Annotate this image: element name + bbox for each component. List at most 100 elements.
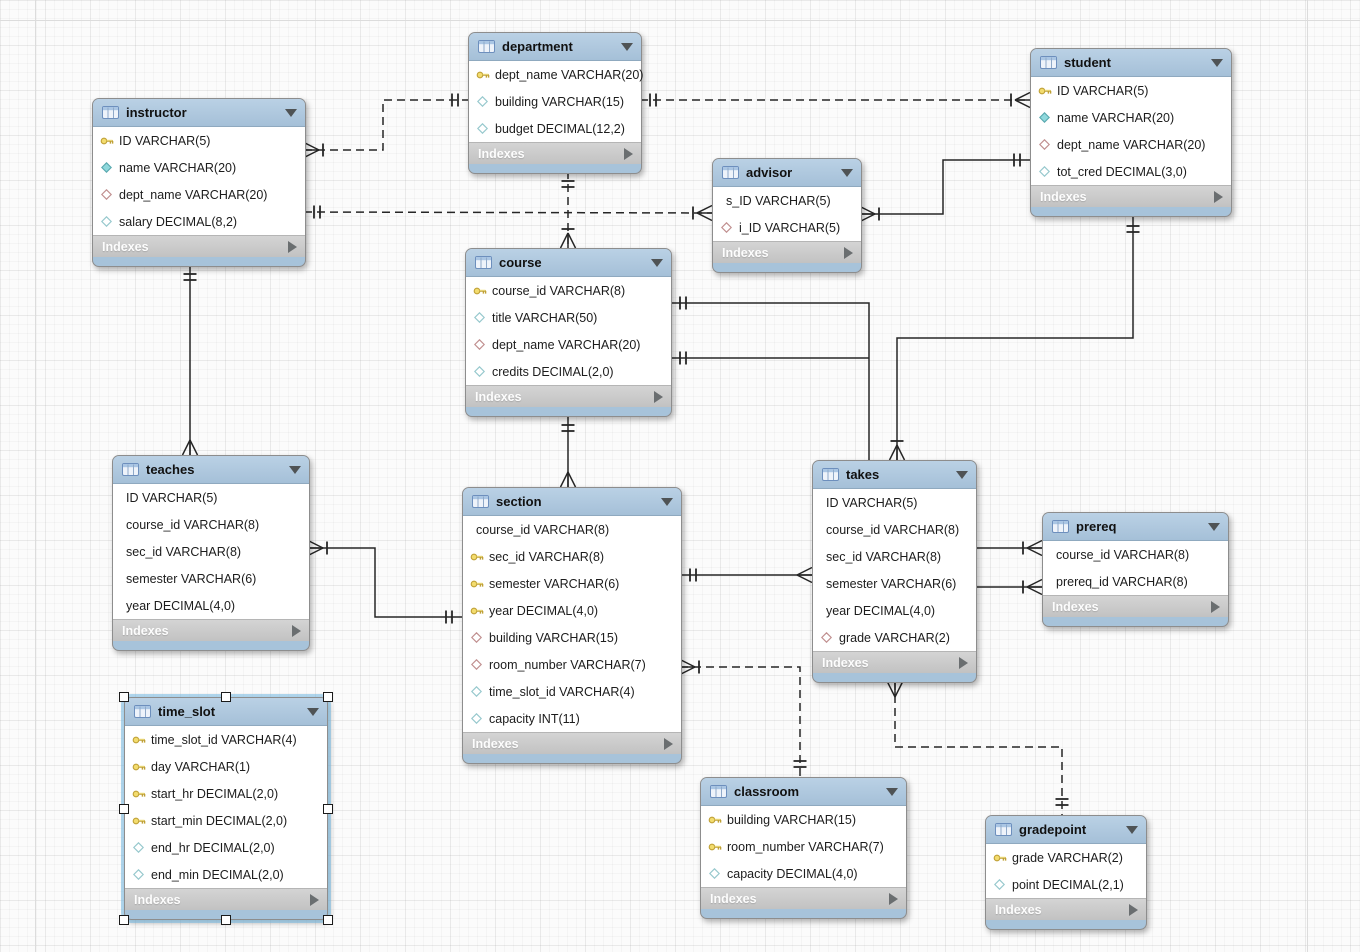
column-row[interactable]: building VARCHAR(15) <box>469 88 641 115</box>
column-row[interactable]: room_number VARCHAR(7) <box>701 833 906 860</box>
column-row[interactable]: building VARCHAR(15) <box>463 624 681 651</box>
table-header[interactable]: department <box>469 33 641 61</box>
expand-arrow-icon[interactable] <box>1211 600 1220 613</box>
indexes-bar[interactable]: Indexes <box>1043 596 1228 617</box>
selection-handle[interactable] <box>119 915 129 925</box>
column-row[interactable]: grade VARCHAR(2) <box>986 844 1146 871</box>
collapse-arrow-icon[interactable] <box>956 470 968 479</box>
table-header[interactable]: advisor <box>713 159 861 187</box>
expand-arrow-icon[interactable] <box>889 892 898 905</box>
relationship-department-student[interactable] <box>640 91 1031 109</box>
relationship-department-course[interactable] <box>559 171 577 249</box>
relationship-instructor-advisor[interactable] <box>303 204 713 222</box>
column-row[interactable]: credits DECIMAL(2,0) <box>466 358 671 385</box>
column-row[interactable]: course_id VARCHAR(8) <box>466 277 671 304</box>
expand-arrow-icon[interactable] <box>844 246 853 259</box>
table-gradepoint[interactable]: gradepoint grade VARCHAR(2)point DECIMAL… <box>985 815 1147 930</box>
relationship-section-classroom[interactable] <box>679 658 807 778</box>
selection-handle[interactable] <box>323 803 333 814</box>
relationship-advisor-student[interactable] <box>859 153 1030 223</box>
column-row[interactable]: ID VARCHAR(5) <box>113 484 309 511</box>
relationship-teaches-section[interactable] <box>307 539 462 624</box>
selection-handle[interactable] <box>323 915 333 925</box>
column-row[interactable]: building VARCHAR(15) <box>701 806 906 833</box>
column-row[interactable]: day VARCHAR(1) <box>125 753 327 780</box>
table-header[interactable]: prereq <box>1043 513 1228 541</box>
collapse-arrow-icon[interactable] <box>661 497 673 506</box>
relationship-instructor-department[interactable] <box>303 93 468 159</box>
indexes-bar[interactable]: Indexes <box>986 899 1146 920</box>
column-row[interactable]: ID VARCHAR(5) <box>813 489 976 516</box>
column-row[interactable]: course_id VARCHAR(8) <box>1043 541 1228 568</box>
table-header[interactable]: course <box>466 249 671 277</box>
indexes-bar[interactable]: Indexes <box>1031 186 1231 207</box>
relationship-course-prereq-route-b[interactable] <box>670 351 869 365</box>
relationship-student-takes[interactable] <box>888 216 1140 461</box>
table-header[interactable]: student <box>1031 49 1231 77</box>
column-row[interactable]: time_slot_id VARCHAR(4) <box>125 726 327 753</box>
column-row[interactable]: ID VARCHAR(5) <box>1031 77 1231 104</box>
table-student[interactable]: student ID VARCHAR(5)name VARCHAR(20)dep… <box>1030 48 1232 217</box>
table-header[interactable]: teaches <box>113 456 309 484</box>
indexes-bar[interactable]: Indexes <box>813 652 976 673</box>
relationship-prereq-prereq-id[interactable] <box>975 578 1043 596</box>
column-row[interactable]: s_ID VARCHAR(5) <box>713 187 861 214</box>
table-time_slot[interactable]: time_slot time_slot_id VARCHAR(4) day VA… <box>124 697 328 920</box>
column-row[interactable]: prereq_id VARCHAR(8) <box>1043 568 1228 595</box>
column-row[interactable]: i_ID VARCHAR(5) <box>713 214 861 241</box>
relationship-section-takes[interactable] <box>680 566 813 584</box>
column-row[interactable]: start_min DECIMAL(2,0) <box>125 807 327 834</box>
table-header[interactable]: section <box>463 488 681 516</box>
column-row[interactable]: end_min DECIMAL(2,0) <box>125 861 327 888</box>
column-row[interactable]: budget DECIMAL(12,2) <box>469 115 641 142</box>
collapse-arrow-icon[interactable] <box>1208 522 1220 531</box>
column-row[interactable]: sec_id VARCHAR(8) <box>113 538 309 565</box>
relationship-takes-gradepoint[interactable] <box>886 681 1069 815</box>
relationship-course-section[interactable] <box>559 415 577 488</box>
collapse-arrow-icon[interactable] <box>307 707 319 716</box>
column-row[interactable]: year DECIMAL(4,0) <box>113 592 309 619</box>
selection-handle[interactable] <box>119 692 129 702</box>
table-classroom[interactable]: classroom building VARCHAR(15) room_numb… <box>700 777 907 919</box>
column-row[interactable]: course_id VARCHAR(8) <box>463 516 681 543</box>
indexes-bar[interactable]: Indexes <box>469 143 641 164</box>
column-row[interactable]: salary DECIMAL(8,2) <box>93 208 305 235</box>
column-row[interactable]: ID VARCHAR(5) <box>93 127 305 154</box>
column-row[interactable]: dept_name VARCHAR(20) <box>466 331 671 358</box>
table-header[interactable]: classroom <box>701 778 906 806</box>
collapse-arrow-icon[interactable] <box>886 787 898 796</box>
indexes-bar[interactable]: Indexes <box>125 889 327 910</box>
column-row[interactable]: start_hr DECIMAL(2,0) <box>125 780 327 807</box>
collapse-arrow-icon[interactable] <box>1126 825 1138 834</box>
relationship-instructor-teaches[interactable] <box>181 264 199 456</box>
expand-arrow-icon[interactable] <box>624 147 633 160</box>
column-row[interactable]: course_id VARCHAR(8) <box>113 511 309 538</box>
column-row[interactable]: tot_cred DECIMAL(3,0) <box>1031 158 1231 185</box>
table-instructor[interactable]: instructor ID VARCHAR(5)name VARCHAR(20)… <box>92 98 306 267</box>
column-row[interactable]: semester VARCHAR(6) <box>113 565 309 592</box>
table-header[interactable]: takes <box>813 461 976 489</box>
relationship-prereq-course-id[interactable] <box>975 539 1043 557</box>
table-header[interactable]: time_slot <box>125 698 327 726</box>
selection-handle[interactable] <box>119 803 129 814</box>
collapse-arrow-icon[interactable] <box>285 108 297 117</box>
column-row[interactable]: year DECIMAL(4,0) <box>813 597 976 624</box>
column-row[interactable]: end_hr DECIMAL(2,0) <box>125 834 327 861</box>
column-row[interactable]: capacity DECIMAL(4,0) <box>701 860 906 887</box>
indexes-bar[interactable]: Indexes <box>463 733 681 754</box>
table-course[interactable]: course course_id VARCHAR(8)title VARCHAR… <box>465 248 672 417</box>
column-row[interactable]: room_number VARCHAR(7) <box>463 651 681 678</box>
column-row[interactable]: sec_id VARCHAR(8) <box>813 543 976 570</box>
column-row[interactable]: year DECIMAL(4,0) <box>463 597 681 624</box>
column-row[interactable]: point DECIMAL(2,1) <box>986 871 1146 898</box>
collapse-arrow-icon[interactable] <box>841 168 853 177</box>
column-row[interactable]: title VARCHAR(50) <box>466 304 671 331</box>
indexes-bar[interactable]: Indexes <box>701 888 906 909</box>
column-row[interactable]: sec_id VARCHAR(8) <box>463 543 681 570</box>
expand-arrow-icon[interactable] <box>654 390 663 403</box>
column-row[interactable]: capacity INT(11) <box>463 705 681 732</box>
indexes-bar[interactable]: Indexes <box>713 242 861 263</box>
